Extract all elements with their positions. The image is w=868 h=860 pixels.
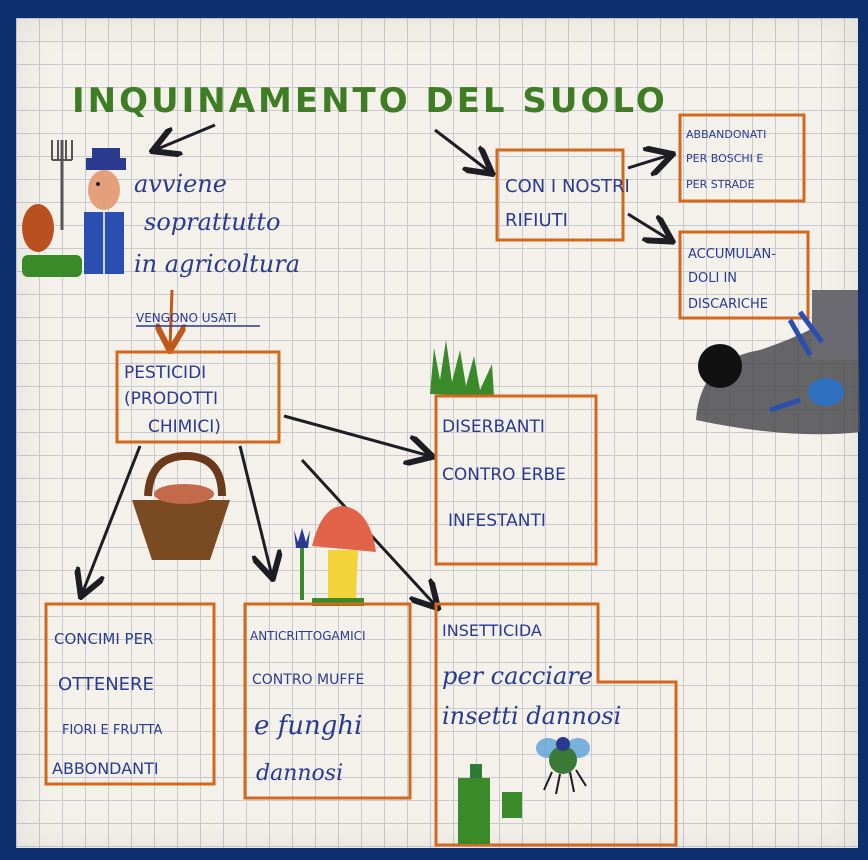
arrow-title-to-farmer <box>155 123 216 150</box>
text-in-agricoltura: in agricoltura <box>134 250 300 278</box>
box-diserbanti <box>434 394 598 566</box>
mushroom-icon <box>312 505 376 606</box>
basket-icon <box>132 451 230 560</box>
box-insetticida-line3: insetti dannosi <box>442 702 621 730</box>
diagram-title: INQUINAMENTO DEL SUOLO <box>72 81 668 121</box>
box-accumulandoli-line1: ACCUMULAN- <box>688 247 776 262</box>
bottle-icon <box>458 764 522 844</box>
box-abbandonati-line1: ABBANDONATI <box>686 128 766 141</box>
tulip-icon <box>294 528 310 600</box>
box-insetticida-line1: INSETTICIDA <box>442 621 542 640</box>
arrow-to-abbandonati <box>627 155 670 168</box>
box-abbandonati-line3: PER STRADE <box>686 178 755 191</box>
box-concimi-line2: OTTENERE <box>58 674 154 695</box>
box-accumulandoli <box>678 230 810 320</box>
fly-icon <box>536 737 590 795</box>
box-accumulandoli-line3: DISCARICHE <box>688 297 768 312</box>
box-anticrittogamici-line1: ANTICRITTOGAMICI <box>250 629 366 643</box>
arrow-to-pesticidi <box>170 289 172 348</box>
box-concimi-line1: CONCIMI PER <box>54 630 153 648</box>
box-anticrittogamici <box>243 602 412 800</box>
box-diserbanti-line3: INFESTANTI <box>448 511 546 531</box>
box-abbandonati <box>678 113 806 203</box>
farmer-icon <box>22 140 126 277</box>
box-abbandonati-line2: PER BOSCHI E <box>686 152 763 165</box>
arrow-to-anticrittogamici <box>238 445 272 576</box>
box-diserbanti-line1: DISERBANTI <box>442 417 545 437</box>
box-anticrittogamici-line3: e funghi <box>254 711 362 741</box>
box-rifiuti-line1: CON I NOSTRI <box>505 176 630 197</box>
box-anticrittogamici-line4: dannosi <box>256 761 343 786</box>
text-soprattutto: soprattutto <box>144 208 280 236</box>
box-concimi <box>44 602 216 786</box>
box-insetticida <box>434 602 678 847</box>
box-pesticidi-line3: CHIMICI) <box>148 417 221 437</box>
box-anticrittogamici-line2: CONTRO MUFFE <box>252 672 364 688</box>
box-concimi-line3: FIORI E FRUTTA <box>62 723 163 738</box>
box-concimi-line4: ABBONDANTI <box>52 759 159 778</box>
box-diserbanti-line2: CONTRO ERBE <box>442 465 566 485</box>
grass-icon <box>430 340 494 396</box>
arrow-to-diserbanti <box>283 414 430 456</box>
box-pesticidi-line1: PESTICIDI <box>124 363 206 383</box>
label-vengono-usati: VENGONO USATI <box>136 311 237 325</box>
box-rifiuti-line2: RIFIUTI <box>505 210 568 231</box>
box-rifiuti <box>495 148 625 242</box>
box-pesticidi-line2: (PRODOTTI <box>124 389 218 409</box>
arrow-title-to-rifiuti <box>434 128 490 172</box>
box-insetticida-line2: per cacciare <box>442 662 593 690</box>
box-pesticidi <box>115 350 281 444</box>
trash-pile-icon <box>696 290 860 435</box>
text-avviene: avviene <box>134 170 227 198</box>
box-accumulandoli-line2: DOLI IN <box>688 271 737 286</box>
arrow-to-concimi <box>82 445 142 594</box>
arrow-to-accumulandoli <box>627 212 670 240</box>
